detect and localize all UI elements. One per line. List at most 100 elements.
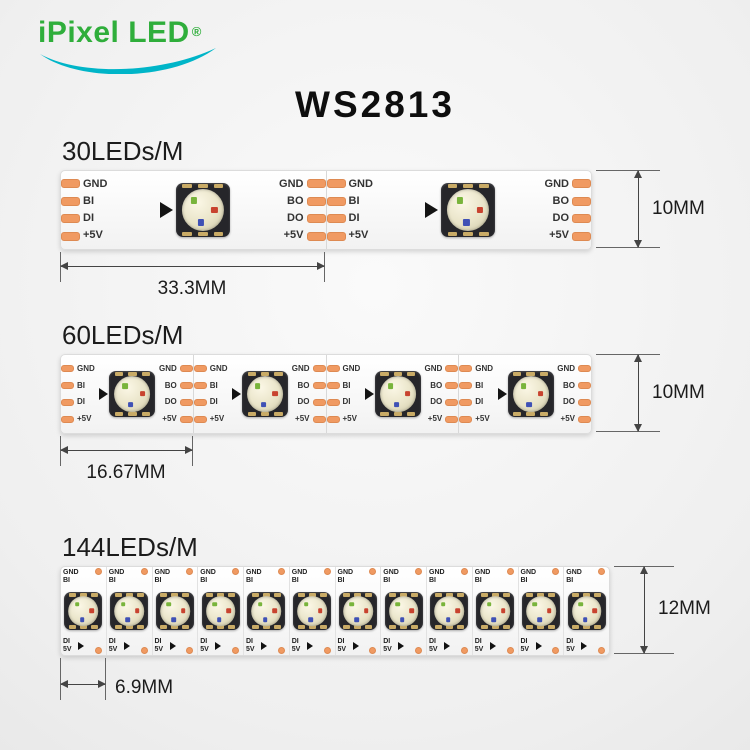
copper-pad: [306, 196, 326, 206]
pad-label: GND: [77, 364, 95, 373]
blue-chip: [463, 219, 470, 226]
led-contact: [141, 372, 150, 376]
green-chip: [120, 602, 126, 607]
red-chip: [537, 391, 544, 397]
green-chip: [486, 602, 492, 607]
green-chip: [387, 383, 394, 389]
led-contact: [160, 625, 168, 629]
led-contact: [389, 625, 396, 629]
blue-chip: [526, 401, 532, 408]
led-contact: [491, 625, 499, 629]
pad-label: +5V: [162, 413, 177, 423]
pad-label: 5V: [474, 645, 484, 653]
pad-label: BO: [563, 380, 575, 390]
led-contact: [513, 412, 522, 416]
led-contact: [206, 625, 213, 629]
led-lens: [181, 188, 224, 232]
pad-label: BI: [154, 576, 162, 584]
pad-label: 5V: [246, 645, 255, 653]
pad-label: BO: [164, 380, 177, 390]
led-contact: [380, 372, 389, 376]
copper-pad: [506, 568, 514, 575]
green-chip: [441, 602, 446, 607]
copper-pad: [572, 179, 591, 188]
copper-pad: [326, 382, 340, 389]
data-direction-arrow-icon: [497, 388, 507, 400]
led-contact: [445, 593, 453, 597]
section-label-30ledsm: 30LEDs/M: [62, 136, 184, 166]
copper-pad: [369, 647, 377, 654]
led-lens: [526, 596, 556, 626]
led-contact: [114, 412, 124, 416]
copper-pad: [326, 399, 340, 406]
solder-pads-left: [326, 179, 346, 241]
led-contact: [114, 372, 124, 376]
copper-pad: [578, 399, 591, 406]
pad-label: GND: [291, 569, 308, 576]
led-package: [507, 371, 554, 417]
led-lens: [114, 596, 144, 626]
data-direction-arrow-icon: [352, 642, 359, 650]
blue-chip: [171, 617, 176, 622]
pad-label: BO: [287, 195, 304, 207]
pad-label: BI: [566, 576, 574, 584]
solder-pads-left: [61, 365, 74, 423]
red-chip: [501, 608, 506, 614]
copper-pad: [306, 214, 326, 224]
led-contact: [114, 625, 122, 629]
copper-pad: [506, 647, 514, 654]
pad-label: +5V: [427, 413, 443, 423]
pad-label: BI: [348, 195, 360, 207]
pad-label: DO: [297, 397, 310, 407]
pad-label: GND: [520, 569, 537, 576]
led-contact: [526, 625, 534, 629]
green-chip: [258, 602, 263, 607]
copper-pad: [232, 647, 239, 654]
led-lens: [447, 188, 490, 232]
led-lens: [388, 596, 419, 626]
led-contact: [136, 625, 144, 629]
blue-chip: [262, 617, 268, 622]
copper-pad: [193, 382, 207, 389]
led-contact: [526, 593, 534, 597]
copper-pad: [326, 365, 340, 372]
copper-pad: [572, 231, 591, 241]
red-chip: [405, 391, 411, 397]
data-direction-arrow-icon: [232, 388, 242, 400]
blue-chip: [79, 617, 85, 622]
blue-chip: [217, 617, 222, 622]
led-contact: [502, 625, 510, 629]
led-lens: [379, 376, 416, 412]
red-chip: [89, 608, 94, 614]
extension-line: [60, 658, 61, 700]
data-direction-arrow-icon: [99, 388, 109, 400]
led-package: [110, 592, 149, 630]
copper-pad: [552, 647, 560, 654]
pitch-dimension-line-144: [60, 680, 106, 688]
led-contact: [354, 625, 362, 629]
pad-label: DI: [342, 397, 351, 407]
led-contact: [479, 184, 489, 188]
pad-label: DI: [383, 638, 391, 645]
pad-label: DI: [154, 638, 162, 645]
solder-pads-right: [312, 365, 326, 423]
product-title: WS2813: [295, 84, 455, 125]
led-contact: [526, 372, 535, 376]
data-direction-arrow-icon: [159, 202, 173, 218]
led-contact: [308, 593, 316, 597]
copper-pad: [94, 647, 102, 654]
led-lens: [251, 596, 282, 626]
green-chip: [75, 602, 80, 607]
led-package: [242, 371, 289, 417]
